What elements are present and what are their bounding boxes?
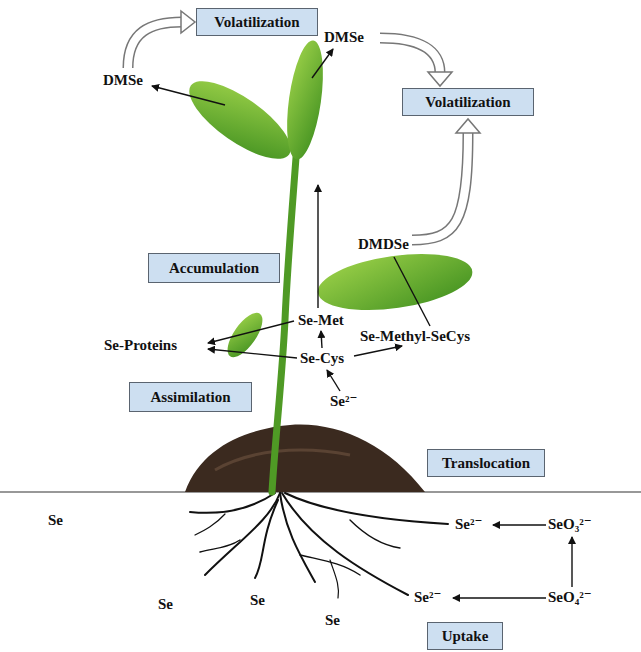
leaf (281, 38, 329, 161)
stage-box: Accumulation (148, 253, 280, 283)
stage-label: Volatilization (425, 94, 510, 111)
hollow-arrows (128, 11, 480, 240)
selenium-species: Se-Met (298, 312, 344, 329)
selenium-species: DMSe (103, 72, 143, 89)
selenium-species: Se (48, 512, 63, 529)
leader-line (394, 257, 430, 326)
stage-label: Translocation (442, 455, 530, 472)
pathway-arrows (152, 49, 572, 598)
leaf (178, 68, 302, 173)
stage-label: Assimilation (150, 389, 230, 406)
selenium-species: Se (250, 592, 265, 609)
stage-box: Assimilation (129, 382, 252, 412)
selenium-species: DMSe (324, 29, 364, 46)
soil-mound (185, 424, 425, 492)
selenium-species: SeO₄²⁻ (548, 589, 592, 606)
stage-box: Uptake (427, 622, 503, 650)
selenium-species: Se (325, 612, 340, 629)
selenium-species: DMDSe (358, 236, 409, 253)
selenium-species: Se (158, 596, 173, 613)
selenium-species: Se²⁻ (414, 589, 441, 606)
stage-box: Translocation (427, 449, 545, 477)
selenium-species: SeO₃²⁻ (548, 516, 592, 533)
selenium-species: Se-Cys (300, 350, 344, 367)
stage-box: Volatilization (402, 88, 534, 116)
roots (190, 493, 448, 598)
stage-label: Volatilization (214, 14, 299, 31)
leaf (314, 245, 476, 318)
stage-box: Volatilization (196, 8, 318, 36)
selenium-species: Se-Proteins (104, 337, 177, 354)
stage-label: Accumulation (169, 260, 259, 277)
selenium-species: Se²⁻ (455, 516, 482, 533)
selenium-species: Se²⁻ (330, 393, 357, 410)
stage-label: Uptake (442, 628, 489, 645)
selenium-species: Se-Methyl-SeCys (360, 328, 470, 345)
